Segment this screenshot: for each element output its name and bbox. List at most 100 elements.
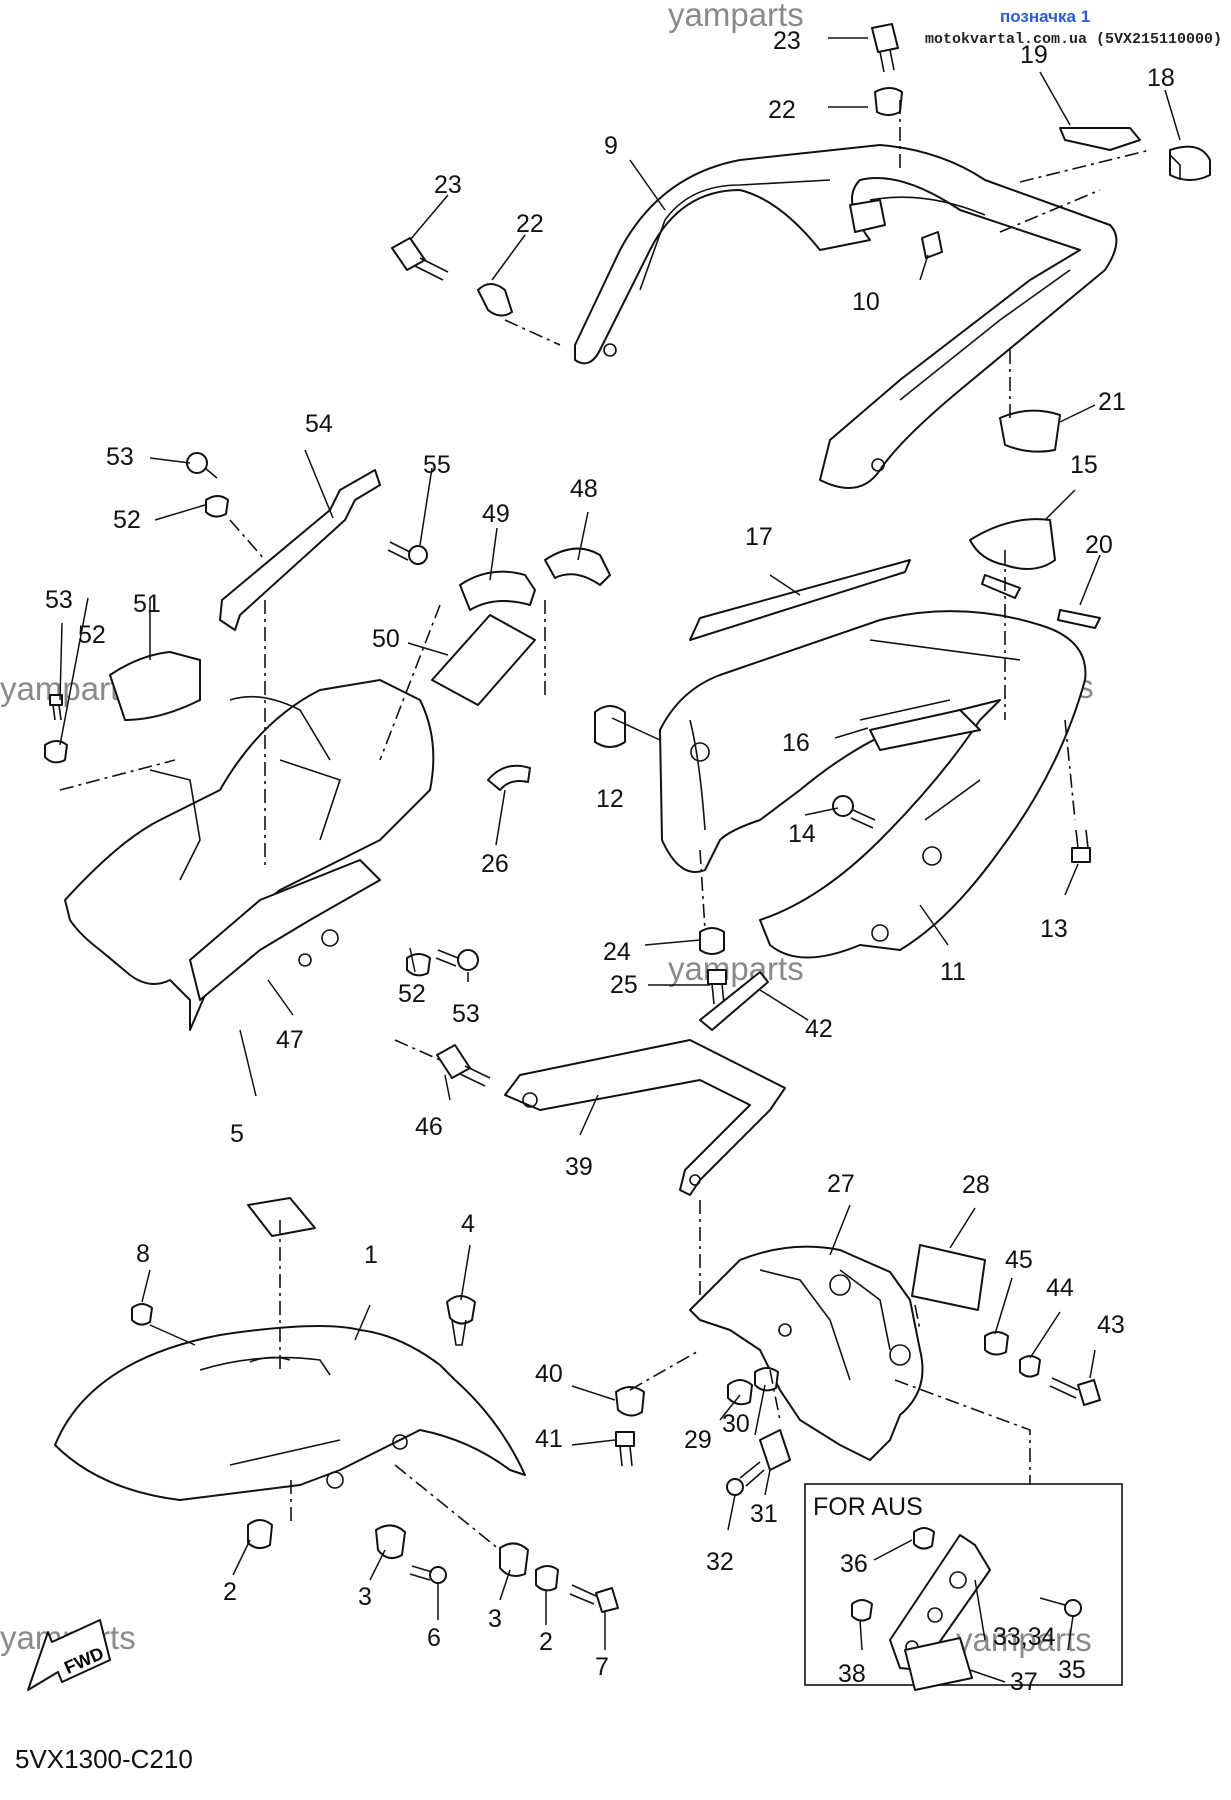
callout-21: 21 <box>1098 388 1126 416</box>
header-source: motokvartal.com.ua (5VX215110000) <box>925 31 1222 48</box>
callout-41: 41 <box>535 1425 563 1453</box>
part-22-collar-left <box>477 283 513 317</box>
part-25-screw <box>707 969 727 1005</box>
part-45-collar <box>984 1331 1009 1356</box>
callout-5: 5 <box>230 1120 244 1148</box>
callout-17: 17 <box>745 523 773 551</box>
part-47-inner-fender <box>64 679 435 1031</box>
callout-24: 24 <box>603 938 631 966</box>
callout-27: 27 <box>827 1170 855 1198</box>
callout-16: 16 <box>782 729 810 757</box>
part-26-band <box>487 764 531 791</box>
part-53-screw-b <box>49 694 63 721</box>
part-53-screw-a <box>186 452 218 479</box>
callout-1: 1 <box>364 1241 378 1269</box>
part-8-nut <box>131 1303 153 1326</box>
part-30-washer <box>754 1367 779 1392</box>
diagram-code: 5VX1300-C210 <box>15 1744 193 1774</box>
watermark-top: yamparts <box>668 0 804 33</box>
callout-54: 54 <box>305 410 333 438</box>
part-10-clip <box>921 231 943 259</box>
callout-30: 30 <box>722 1410 750 1438</box>
part-31-clip <box>759 1429 791 1471</box>
callout-51: 51 <box>133 590 161 618</box>
part-38-nut <box>851 1599 873 1622</box>
part-53-screw-c <box>435 949 479 971</box>
callout-20: 20 <box>1085 531 1113 559</box>
inset-for-aus: FOR AUS <box>804 1483 1123 1691</box>
callout-13: 13 <box>1040 915 1068 943</box>
part-14-screw <box>832 795 876 829</box>
callout-52b: 52 <box>78 621 106 649</box>
callout-52c: 52 <box>398 980 426 1008</box>
callout-37: 37 <box>1010 1668 1038 1696</box>
inset-label: FOR AUS <box>813 1493 923 1521</box>
part-52-washer-c <box>406 953 431 977</box>
callout-38: 38 <box>838 1660 866 1688</box>
callout-26: 26 <box>481 850 509 878</box>
part-18-damper <box>1169 145 1211 181</box>
part-52-washer-a <box>205 495 229 518</box>
part-41-screw <box>615 1431 635 1467</box>
callout-43: 43 <box>1097 1311 1125 1339</box>
part-21-damper <box>999 409 1061 453</box>
part-32-screw <box>726 1461 765 1496</box>
callout-52a: 52 <box>113 506 141 534</box>
part-27-license-bracket <box>689 1245 924 1461</box>
part-40-collar <box>615 1386 645 1417</box>
part-39-bracket <box>504 1039 786 1196</box>
callout-35: 35 <box>1058 1656 1086 1684</box>
part-6-screw <box>409 1565 447 1584</box>
callout-18: 18 <box>1147 64 1175 92</box>
callout-40: 40 <box>535 1360 563 1388</box>
part-9-grab-rail <box>574 144 1118 489</box>
part-55-screw <box>387 541 428 565</box>
callout-22b: 22 <box>516 210 544 238</box>
callout-49: 49 <box>482 500 510 528</box>
part-19-strip <box>1059 127 1141 151</box>
part-29-nut <box>727 1379 753 1406</box>
callout-2b: 2 <box>539 1628 553 1656</box>
part-1-front-fender <box>54 1325 526 1501</box>
part-44-washer <box>1019 1355 1041 1378</box>
part-28-reflector <box>911 1244 986 1311</box>
part-33-34-plate <box>889 1534 991 1671</box>
part-13-screw <box>1071 829 1091 863</box>
callout-29: 29 <box>684 1426 712 1454</box>
callout-45: 45 <box>1005 1246 1033 1274</box>
callout-4: 4 <box>461 1210 475 1238</box>
callout-39: 39 <box>565 1153 593 1181</box>
callout-44: 44 <box>1046 1274 1074 1302</box>
part-35-screw <box>1039 1597 1082 1617</box>
part-15-cushion <box>969 518 1056 570</box>
callout-32: 32 <box>706 1548 734 1576</box>
callout-42: 42 <box>805 1015 833 1043</box>
callout-14: 14 <box>788 820 816 848</box>
callout-28: 28 <box>962 1171 990 1199</box>
part-20-strip-a <box>981 574 1021 599</box>
part-20-strip-b <box>1057 609 1101 629</box>
callout-55: 55 <box>423 451 451 479</box>
callout-19: 19 <box>1020 41 1048 69</box>
callout-11: 11 <box>940 958 966 986</box>
part-49-band <box>459 570 536 611</box>
part-50-plate <box>431 614 536 706</box>
part-12-grommet <box>594 705 626 748</box>
callout-9: 9 <box>604 132 618 160</box>
callout-22a: 22 <box>768 96 796 124</box>
callout-12: 12 <box>596 785 624 813</box>
callout-numbers: 1 2 2 3 3 4 5 6 7 8 9 10 11 12 13 14 15 … <box>45 27 1175 1696</box>
part-11-rear-cowl <box>659 610 1087 959</box>
callout-50: 50 <box>372 625 400 653</box>
part-2-collar-b <box>535 1565 559 1592</box>
callout-53b: 53 <box>45 586 73 614</box>
callout-6: 6 <box>427 1624 441 1652</box>
part-48-band <box>544 547 611 586</box>
part-5-label <box>247 1197 316 1237</box>
assembly-lines <box>59 100 1151 1551</box>
part-23-bolt-left <box>391 237 449 281</box>
callout-31: 31 <box>750 1500 778 1528</box>
callout-8: 8 <box>136 1240 150 1268</box>
part-42-bracket <box>699 971 769 1031</box>
